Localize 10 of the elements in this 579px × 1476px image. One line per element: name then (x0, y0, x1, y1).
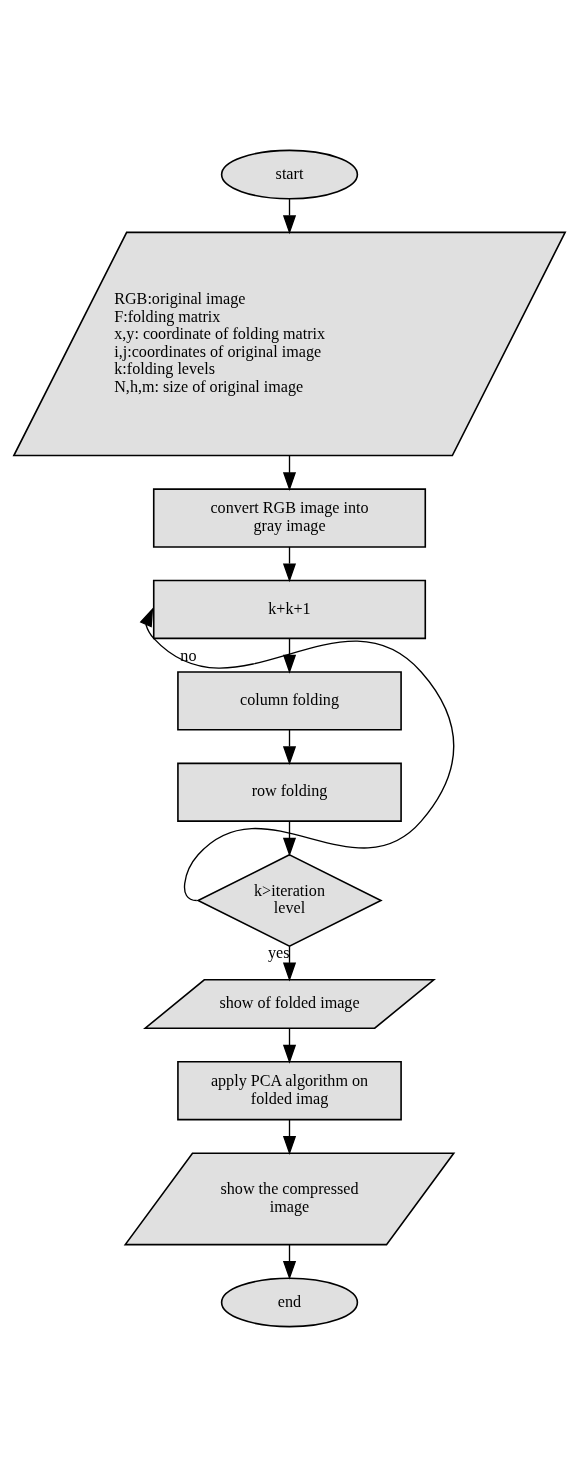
node-diamond: k>iteration level (196, 853, 383, 947)
node-box: k+k+1 (152, 579, 427, 639)
node-box: convert RGB image into gray image (152, 487, 427, 548)
arrow (139, 607, 455, 901)
node-box: row folding (177, 762, 402, 822)
node-box: column folding (177, 670, 402, 731)
node-box: apply PCA algorithm on folded imag (177, 1060, 402, 1120)
node-ellipse: start (220, 149, 359, 200)
node-ellipse: end (220, 1276, 359, 1327)
edge-label: no (180, 646, 197, 664)
